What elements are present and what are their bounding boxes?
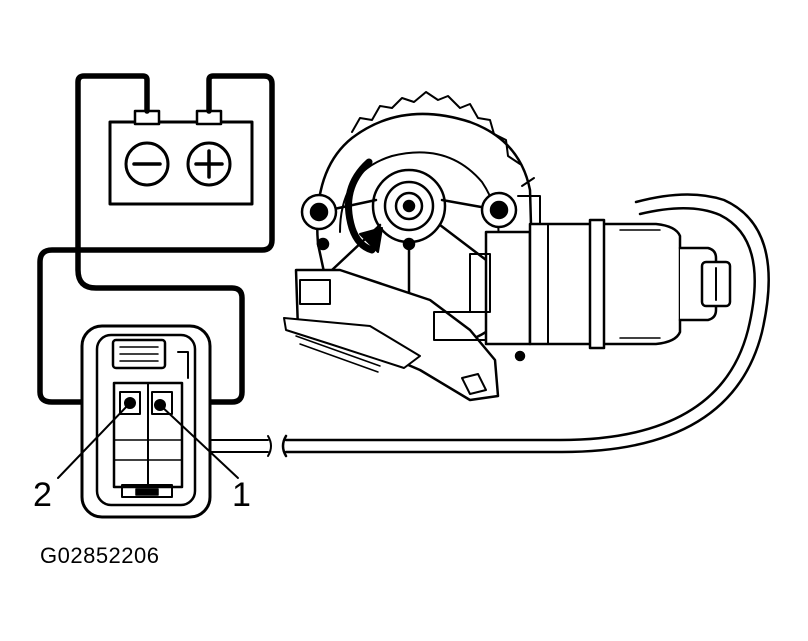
figure-code: G02852206 <box>40 543 160 568</box>
jumper-wires <box>37 73 275 405</box>
callout-1-leader <box>159 404 239 479</box>
wiper-motor <box>283 91 732 402</box>
plus-icon <box>186 141 232 187</box>
rotation-arrow <box>345 158 376 254</box>
harness-cable <box>281 193 770 458</box>
connector <box>80 324 272 519</box>
minus-icon <box>124 141 170 187</box>
battery <box>108 109 254 206</box>
callout-label-terminal-1: 1 <box>232 476 251 514</box>
callout-label-terminal-2: 2 <box>33 476 52 514</box>
callout-2-leader <box>57 402 131 479</box>
